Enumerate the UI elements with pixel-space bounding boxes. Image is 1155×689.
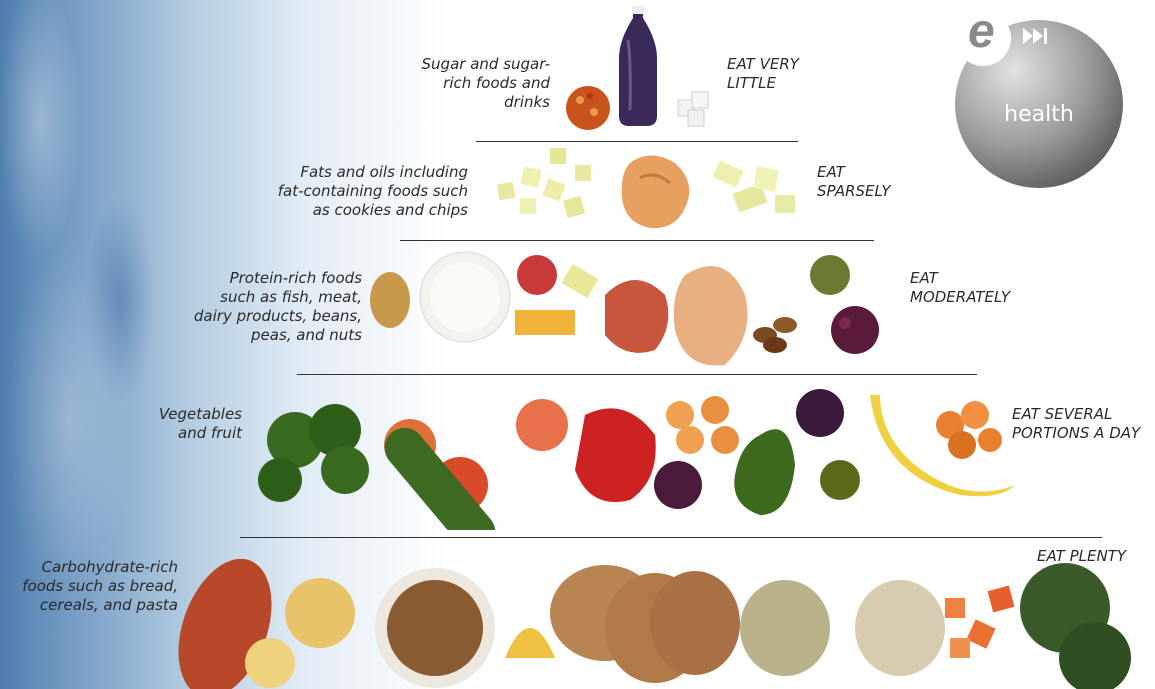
tier-2-food-images: [490, 143, 810, 235]
tier-1-foods-label: Sugar and sugar- rich foods and drinks: [370, 55, 550, 112]
tier-5-foods-label: Carbohydrate-rich foods such as bread, c…: [0, 558, 178, 615]
tier-3-foods-label: Protein-rich foods such as fish, meat, d…: [180, 269, 362, 345]
badge-label: health: [953, 102, 1125, 127]
tier-2-foods-label: Fats and oils including fat-containing f…: [230, 163, 468, 220]
tier-4-advice-label: EAT SEVERAL PORTIONS A DAY: [1012, 405, 1152, 443]
tier-4-divider: [240, 537, 1102, 538]
health-badge: e health: [953, 18, 1125, 190]
tier-1-divider: [476, 141, 798, 142]
tier-1-advice-label: EAT VERY LITTLE: [727, 55, 857, 93]
tier-1-food-images: [560, 0, 730, 135]
tier-2-advice-label: EAT SPARSELY: [817, 163, 927, 201]
tier-4-foods-label: Vegetables and fruit: [140, 405, 242, 443]
badge-logo-letter: e: [968, 4, 995, 59]
tier-3-food-images: [365, 245, 915, 370]
tier-5-food-images: [160, 548, 1155, 689]
tier-3-divider: [297, 374, 977, 375]
tier-2-divider: [400, 240, 874, 241]
tier-4-food-images: [250, 385, 1030, 530]
tier-3-advice-label: EAT MODERATELY: [910, 269, 1040, 307]
